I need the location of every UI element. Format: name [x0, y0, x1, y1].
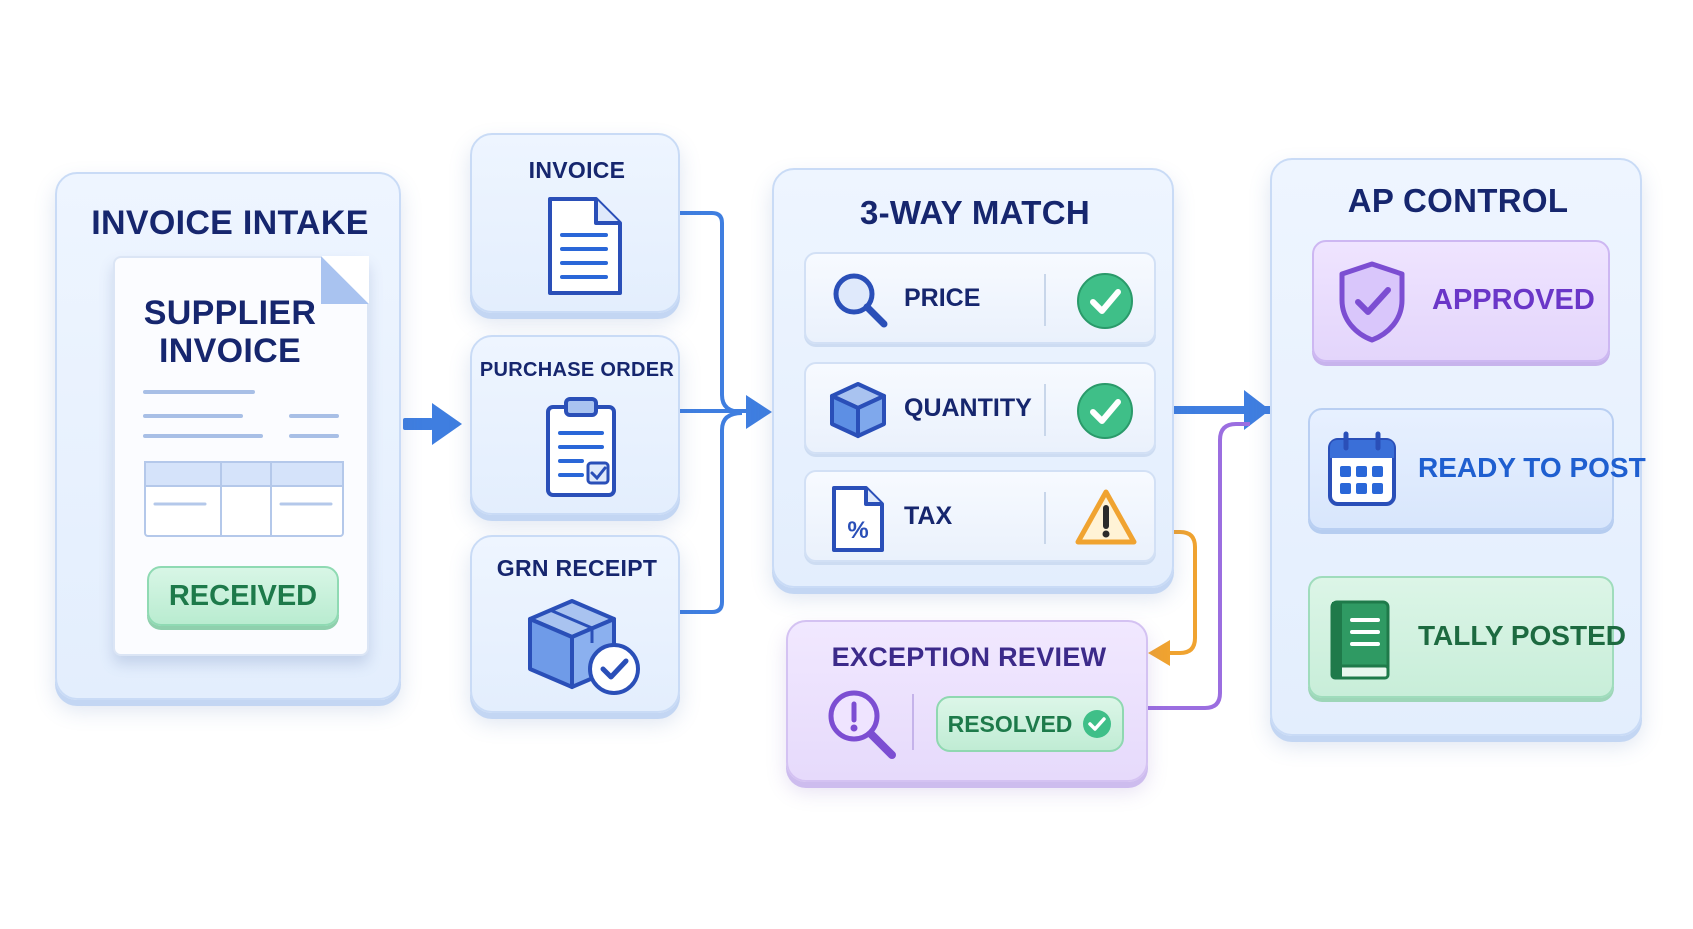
divider [1044, 274, 1046, 326]
grn-receipt-card: GRN RECEIPT [470, 535, 680, 713]
divider [912, 694, 914, 750]
package-check-icon [528, 599, 640, 695]
arrow-documents-to-match [680, 211, 748, 614]
arrow-intake-to-documents [403, 403, 462, 445]
ap-step-label-ready-to-post: READY TO POST [1418, 452, 1646, 483]
resolved-status-label: RESOLVED [947, 710, 1073, 737]
match-row-tax: % TAX [804, 470, 1156, 562]
check-circle-icon [1077, 383, 1133, 439]
supplier-invoice-title-line2: INVOICE [159, 332, 301, 370]
ap-step-ready-to-post: READY TO POST [1308, 408, 1646, 530]
ap-step-tally-posted: TALLY POSTED [1308, 576, 1626, 698]
folded-corner-icon [321, 256, 369, 304]
supplier-invoice-document: SUPPLIER INVOICE RECEIVED [113, 256, 369, 656]
purchase-order-card: PURCHASE ORDER [470, 335, 680, 515]
three-way-match-card: 3-WAY MATCH PRICE QUANTITY [772, 168, 1174, 588]
match-label-tax: TAX [904, 502, 953, 530]
ap-step-label-approved: APPROVED [1432, 284, 1595, 316]
svg-text:%: % [847, 517, 868, 544]
shield-check-icon [1339, 261, 1405, 343]
ap-step-approved: APPROVED [1312, 240, 1610, 362]
arrow-head-match [746, 395, 772, 429]
ap-control-card: AP CONTROL APPROVED READY TO POST [1270, 158, 1646, 736]
ap-control-title: AP CONTROL [1347, 182, 1569, 219]
match-label-quantity: QUANTITY [904, 394, 1032, 422]
arrow-exception-to-ap-control [1148, 422, 1250, 710]
exception-review-card: EXCEPTION REVIEW RESOLVED [786, 620, 1148, 782]
divider [1044, 384, 1046, 436]
invoice-line-items-graphic [143, 390, 344, 537]
divider [1044, 492, 1046, 544]
grn-receipt-label: GRN RECEIPT [496, 555, 658, 581]
supplier-invoice-title-line1: SUPPLIER [143, 294, 317, 332]
ledger-book-icon [1330, 600, 1390, 680]
percent-doc-icon: % [832, 486, 884, 552]
check-circle-icon [1083, 710, 1112, 738]
invoice-document-card: INVOICE [470, 133, 680, 313]
magnifier-exclamation-icon [828, 690, 896, 759]
invoice-document-label: INVOICE [528, 157, 626, 183]
match-label-price: PRICE [904, 284, 981, 312]
arrow-match-to-ap-control [1171, 390, 1271, 430]
purchase-order-label: PURCHASE ORDER [479, 359, 675, 381]
match-row-quantity: QUANTITY [804, 362, 1156, 454]
ap-step-label-tally-posted: TALLY POSTED [1418, 620, 1626, 651]
invoice-intake-title: INVOICE INTAKE [91, 204, 369, 242]
document-icon [548, 197, 622, 295]
invoice-intake-card: INVOICE INTAKE SUPPLIER INVOICE [55, 172, 401, 700]
arrow-tax-to-exception [1140, 530, 1197, 655]
three-way-match-title: 3-WAY MATCH [859, 194, 1091, 231]
check-circle-icon [1077, 273, 1133, 329]
clipboard-icon [546, 397, 616, 497]
magnifier-icon [833, 273, 888, 328]
calendar-icon [1328, 431, 1396, 506]
warning-triangle-icon [1075, 489, 1137, 545]
box-icon [830, 382, 886, 438]
exception-review-title: EXCEPTION REVIEW [831, 642, 1107, 672]
received-status-badge: RECEIVED [147, 566, 339, 626]
match-row-price: PRICE [804, 252, 1156, 344]
resolved-status-badge: RESOLVED [936, 696, 1124, 752]
